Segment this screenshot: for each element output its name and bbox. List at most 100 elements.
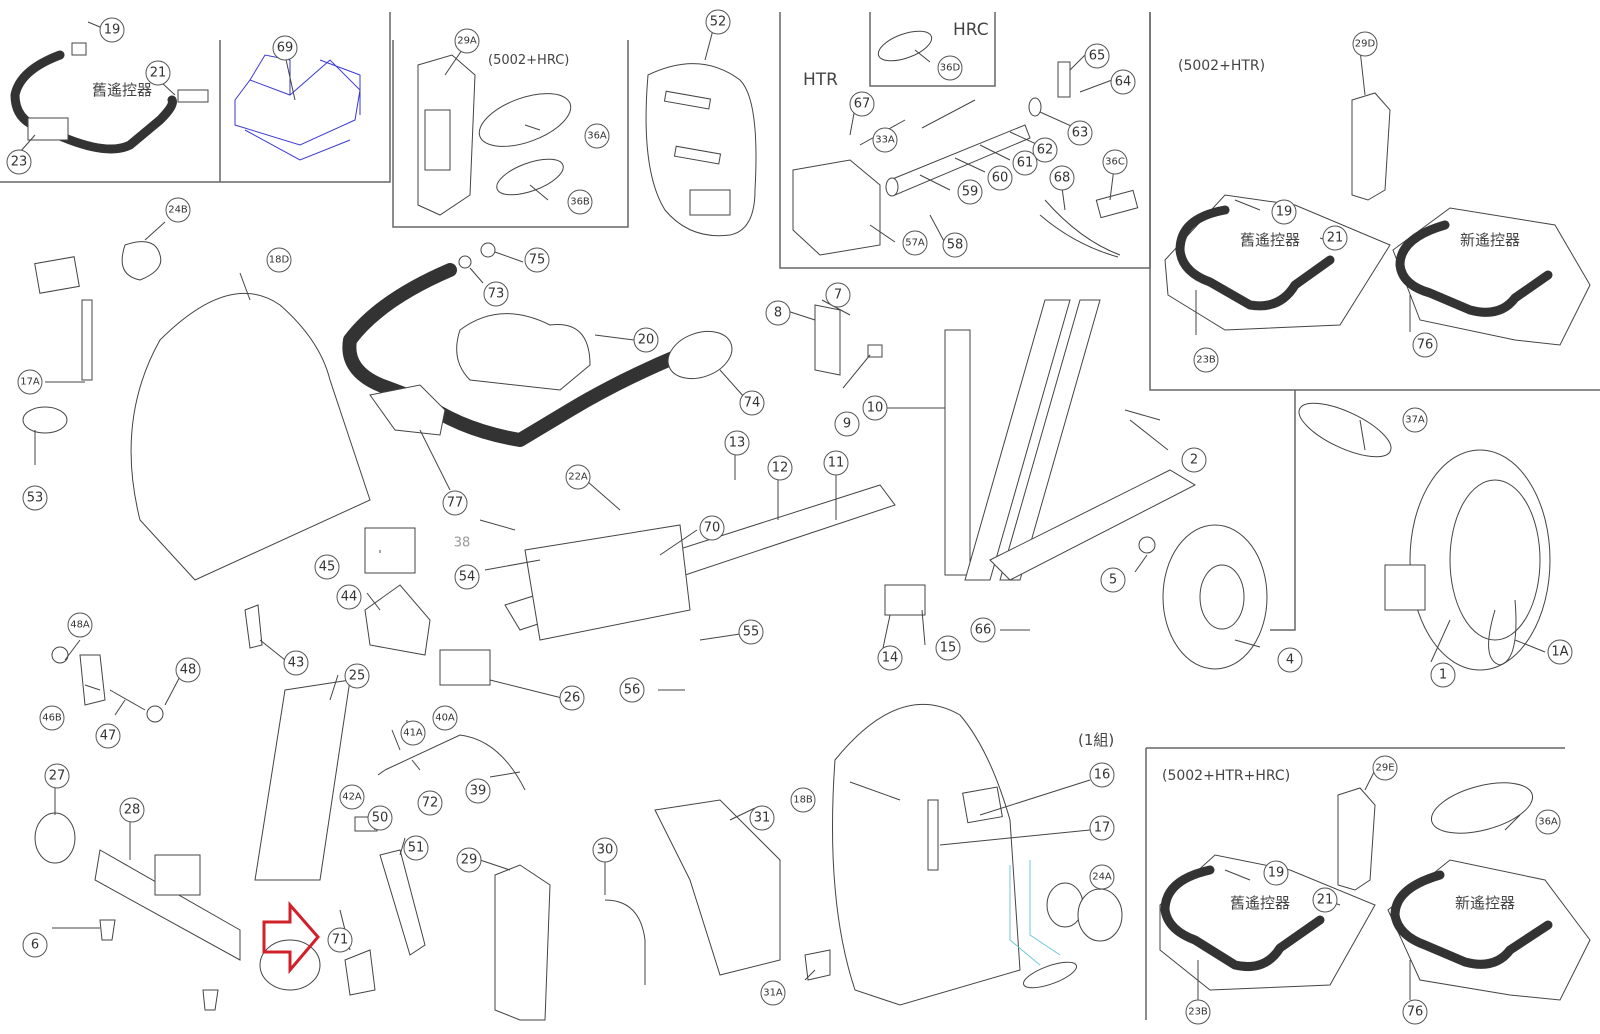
svg-text:29E: 29E (1375, 763, 1394, 774)
label-21-c: 21 (1312, 887, 1338, 913)
label-54: 54 (454, 564, 480, 590)
svg-text:23: 23 (11, 155, 28, 170)
svg-text:19: 19 (1276, 205, 1293, 220)
label-20: 20 (633, 327, 659, 353)
panel-frames (0, 12, 1600, 1020)
svg-text:21: 21 (1317, 893, 1334, 908)
label-57A: 57A (902, 230, 928, 256)
svg-text:58: 58 (947, 238, 964, 253)
svg-text:44: 44 (341, 590, 358, 605)
svg-text:12: 12 (772, 461, 789, 476)
label-36B: 36B (567, 189, 593, 215)
svg-text:24B: 24B (168, 205, 188, 216)
label-61: 61 (1012, 150, 1038, 176)
label-51: 51 (403, 835, 429, 861)
motor-24B (121, 241, 162, 281)
svg-text:69: 69 (277, 41, 294, 56)
htr-bracket-57A (792, 159, 881, 256)
label-42A: 42A (339, 784, 365, 810)
leader-lines (19, 21, 1546, 1000)
label-14: 14 (877, 645, 903, 671)
old-remote-handlebar-group: 舊遙控器 (10, 42, 209, 154)
label-24A: 24A (1089, 864, 1115, 890)
label-36D: 36D (937, 55, 963, 81)
console-29A-group: (5002+HRC) (417, 53, 572, 216)
bearing-63 (1028, 97, 1042, 117)
label-1: 1 (1430, 662, 1456, 688)
tube-28 (94, 849, 241, 961)
console-29D (1351, 92, 1391, 201)
svg-text:4: 4 (1286, 653, 1294, 668)
label-21: 21 (145, 60, 171, 86)
svg-text:48: 48 (180, 663, 197, 678)
label-48: 48 (175, 657, 201, 683)
svg-text:6: 6 (31, 938, 39, 953)
svg-text:37A: 37A (1405, 415, 1425, 426)
svg-text:11: 11 (828, 456, 845, 471)
right-shroud-group (832, 703, 1123, 1006)
label-76-htr: 76 (1412, 332, 1438, 358)
console-29A (417, 54, 476, 216)
label-6: 6 (22, 932, 48, 958)
label-29D: 29D (1352, 31, 1378, 57)
label-62: 62 (1032, 137, 1058, 163)
label-40A: 40A (432, 705, 458, 731)
svg-text:16: 16 (1094, 768, 1111, 783)
label-22A: 22A (565, 464, 591, 490)
cyan-leaders (1009, 860, 1061, 966)
old-remote-grip (1175, 205, 1335, 311)
label-65: 65 (1084, 43, 1110, 69)
highlight-arrow-icon (262, 901, 320, 975)
label-19-htr: 19 (1271, 199, 1297, 225)
console-5002-htr-group: (5002+HTR) 舊遙控器 新遙控器 (1164, 58, 1591, 346)
svg-text:31: 31 (754, 811, 771, 826)
svg-text:53: 53 (27, 491, 44, 506)
flywheel-1 (1409, 449, 1551, 671)
label-58: 58 (942, 232, 968, 258)
pcb-36C (1095, 189, 1139, 219)
label-60: 60 (987, 165, 1013, 191)
wheel-27 (34, 812, 76, 864)
label-19: 19 (99, 17, 125, 43)
svg-text:23B: 23B (1188, 1007, 1208, 1018)
svg-text:31A: 31A (763, 988, 783, 999)
svg-text:71: 71 (332, 933, 349, 948)
foot-6 (99, 919, 116, 941)
label-18D: 18D (266, 247, 292, 273)
svg-text:70: 70 (704, 521, 721, 536)
hrc-bar-36B (496, 158, 564, 196)
base-rail (989, 469, 1197, 581)
label-28: 28 (119, 797, 145, 823)
label-38: 38 (454, 536, 471, 551)
svg-text:68: 68 (1054, 171, 1071, 186)
upright-10 (944, 329, 971, 576)
cable-30 (604, 899, 646, 985)
label-17: 17 (1089, 815, 1115, 841)
label-75: 75 (524, 247, 550, 273)
svg-text:36D: 36D (940, 63, 961, 74)
svg-text:62: 62 (1037, 143, 1054, 158)
svg-text:39: 39 (470, 784, 487, 799)
cover-31 (654, 799, 781, 976)
svg-text:56: 56 (624, 683, 641, 698)
label-18B: 18B (790, 787, 816, 813)
new-remote-grip (1395, 220, 1553, 317)
label-12: 12 (767, 455, 793, 481)
label-63: 63 (1067, 120, 1093, 146)
svg-text:17A: 17A (20, 377, 40, 388)
svg-text:9: 9 (843, 417, 851, 432)
plate-9 (867, 344, 883, 358)
label-55: 55 (738, 619, 764, 645)
main-frame-group (244, 299, 1268, 686)
label-39: 39 (465, 778, 491, 804)
svg-text:8: 8 (774, 306, 782, 321)
svg-text:28: 28 (124, 803, 141, 818)
label-8: 8 (765, 300, 791, 326)
caption-5002-htr: (5002+HTR) (1178, 58, 1265, 74)
svg-text:19: 19 (104, 23, 121, 38)
label-36C: 36C (1102, 149, 1128, 175)
frame-5002-hrc (392, 40, 629, 228)
svg-text:5: 5 (1109, 573, 1117, 588)
svg-text:64: 64 (1115, 75, 1132, 90)
front-strut (964, 299, 1071, 581)
